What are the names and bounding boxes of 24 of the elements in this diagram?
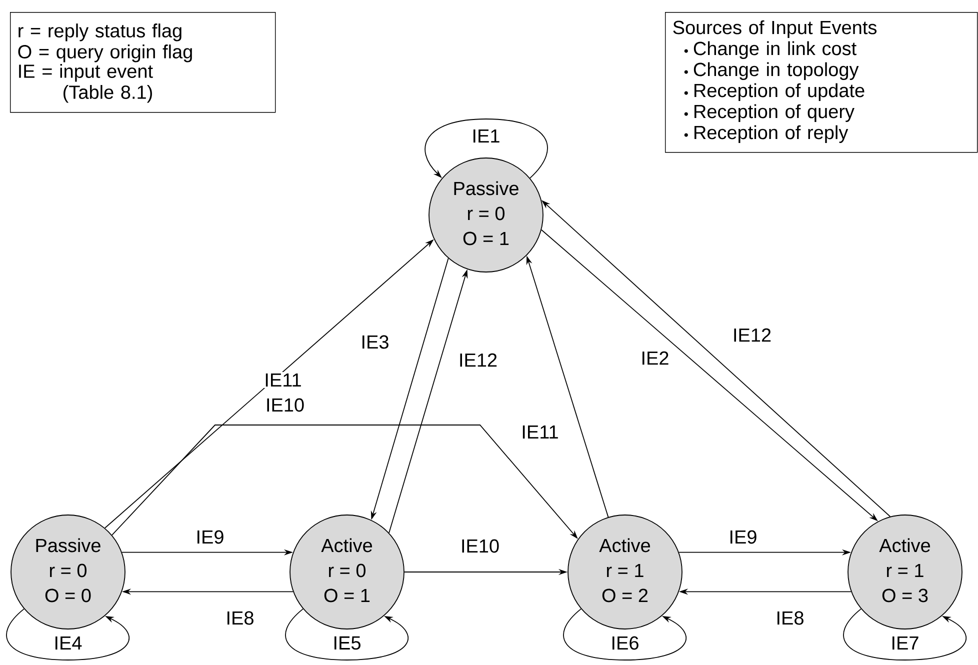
list-box: Sources of Input Events Change in link cost Change in topology Reception of update Reception of query Reception of reply <box>665 12 978 153</box>
edge-label: IE2 <box>639 350 671 366</box>
edge-label: IE3 <box>359 334 391 350</box>
edge-label: IE11 <box>262 372 304 388</box>
loop-arrow <box>843 608 966 660</box>
edge-label: IE4 <box>52 634 84 652</box>
edge-label: IE12 <box>730 326 774 344</box>
key-box: r = reply status flag O = query origin flag IE = input event (Table 8.1) <box>10 12 276 113</box>
loop-arrow <box>563 608 686 660</box>
edge-label: IE10 <box>264 396 306 414</box>
edge-label: IE12 <box>456 352 500 368</box>
edge-label: IE5 <box>331 634 363 652</box>
loop-arrow <box>424 118 548 179</box>
edge-label: IE8 <box>224 610 256 626</box>
loop-arrow <box>6 608 130 660</box>
edge-label: IE9 <box>727 528 759 546</box>
edge-label: IE7 <box>889 634 921 652</box>
edge-label: IE11 <box>520 424 560 440</box>
edge-label: IE10 <box>458 538 502 554</box>
loop-arrow <box>285 608 408 660</box>
edge-label: IE8 <box>774 610 806 626</box>
edge-label: IE9 <box>194 528 226 546</box>
edge-label: IE1 <box>470 128 502 144</box>
edge-label: IE6 <box>609 634 641 652</box>
